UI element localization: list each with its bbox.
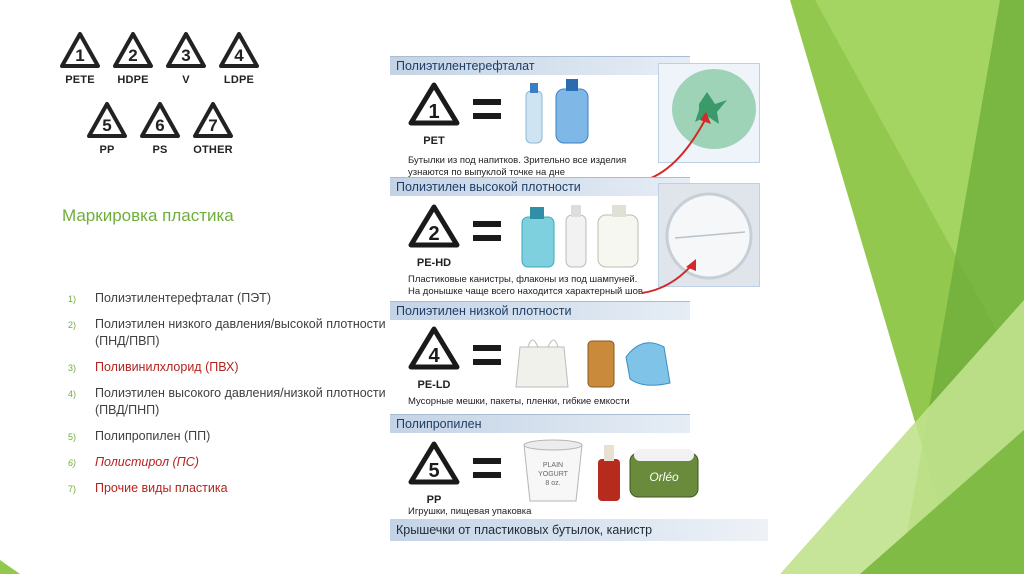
list-item: 7) Прочие виды пластика	[68, 480, 388, 497]
list-item: 3) Поливинилхлорид (ПВХ)	[68, 359, 388, 376]
svg-text:1: 1	[75, 46, 84, 65]
svg-text:4: 4	[428, 345, 440, 367]
recycle-code-1: 1 PETE	[55, 30, 105, 86]
recycle-code-label: PP	[99, 144, 115, 156]
recycle-triangle-icon: 4	[219, 32, 259, 68]
plastic-types-list: 1) Полиэтилентерефталат (ПЭТ) 2) Полиэтиле…	[68, 290, 388, 506]
recycle-triangle-icon: 5	[87, 102, 127, 138]
list-text: Полиэтилен низкого давления/высокой плот…	[95, 317, 386, 348]
equals-icon	[473, 458, 501, 478]
list-item: 2) Полиэтилен низкого давления/высокой пл…	[68, 316, 388, 350]
list-text: Полистирол (ПС)	[95, 455, 199, 469]
pet-symbol: 1 PET	[404, 81, 464, 147]
bags-image	[515, 339, 671, 388]
pehd-code: PE-HD	[416, 257, 452, 269]
pehd-bottom-photo	[658, 183, 760, 287]
recycle-code-label: V	[182, 74, 190, 86]
recycle-code-5: 5 PP	[82, 100, 132, 156]
svg-text:2: 2	[128, 46, 137, 65]
list-number: 4)	[68, 389, 77, 399]
equals-icon	[473, 345, 501, 365]
list-text: Поливинилхлорид (ПВХ)	[95, 360, 239, 374]
recycle-code-label: PETE	[65, 74, 95, 86]
recycle-triangle-icon: 4	[408, 326, 460, 370]
containers-image: PLAIN YOGURT 8 oz. Orléo	[523, 439, 699, 502]
band-pp: Полипропилен	[390, 414, 690, 433]
svg-text:1: 1	[428, 101, 439, 123]
recycle-code-7: 7 OTHER	[188, 100, 238, 156]
recycle-triangle-icon: 6	[140, 102, 180, 138]
recycle-code-label: HDPE	[117, 74, 149, 86]
recycle-code-4: 4 LDPE	[214, 30, 264, 86]
svg-text:4: 4	[234, 46, 244, 65]
svg-text:6: 6	[155, 116, 164, 135]
bottles-image	[525, 79, 589, 144]
list-item: 5) Полипропилен (ПП)	[68, 428, 388, 445]
recycle-code-6: 6 PS	[135, 100, 185, 156]
recycling-codes-grid: 1 PETE 2 HDPE 3 V 4 LDPE 5 PP 6	[55, 30, 285, 175]
band-pehd: Полиэтилен высокой плотности	[390, 177, 690, 196]
list-number: 3)	[68, 363, 77, 373]
recycle-code-label: OTHER	[193, 144, 233, 156]
pointer-arrow-icon	[641, 259, 696, 294]
plastic-infographic: Полиэтилентерефталат 1 PET Бутылки из по…	[390, 55, 768, 547]
recycle-code-2: 2 HDPE	[108, 30, 158, 86]
pehd-description: Пластиковые канистры, флаконы из под шам…	[408, 274, 643, 297]
list-item: 1) Полиэтилентерефталат (ПЭТ)	[68, 290, 388, 307]
svg-text:5: 5	[102, 116, 111, 135]
list-number: 6)	[68, 458, 77, 468]
recycle-triangle-icon: 2	[113, 32, 153, 68]
slide-title: Маркировка пластика	[62, 206, 234, 225]
svg-text:PLAIN: PLAIN	[543, 462, 563, 469]
list-number: 2)	[68, 320, 77, 330]
pp-symbol: 5 PP	[404, 440, 464, 506]
recycle-code-label: PS	[152, 144, 168, 156]
recycle-code-3: 3 V	[161, 30, 211, 86]
pointer-arrow-icon	[637, 112, 711, 183]
list-number: 5)	[68, 432, 77, 442]
recycle-triangle-icon: 3	[166, 32, 206, 68]
list-text: Полипропилен (ПП)	[95, 429, 211, 443]
svg-text:Orléo: Orléo	[649, 470, 679, 484]
list-number: 7)	[68, 484, 77, 494]
svg-text:3: 3	[181, 46, 190, 65]
equals-icon	[473, 221, 501, 241]
pp-description: Игрушки, пищевая упаковка	[408, 506, 532, 517]
pehd-symbol: 2 PE-HD	[404, 203, 464, 269]
recycle-triangle-icon: 1	[408, 82, 460, 126]
peld-description: Мусорные мешки, пакеты, пленки, гибкие е…	[408, 396, 630, 407]
list-item: 4) Полиэтилен высокого давления/низкой пл…	[68, 385, 388, 419]
svg-text:5: 5	[428, 460, 439, 482]
list-item: 6) Полистирол (ПС)	[68, 454, 388, 471]
svg-text:7: 7	[208, 116, 217, 135]
canisters-image	[521, 205, 639, 268]
equals-icon	[473, 99, 501, 119]
band-peld: Полиэтилен низкой плотности	[390, 301, 690, 320]
svg-text:2: 2	[428, 223, 439, 245]
caps-band: Крышечки от пластиковых бутылок, канистр	[390, 519, 768, 541]
peld-code: PE-LD	[417, 379, 451, 391]
list-text: Полиэтилен высокого давления/низкой плот…	[95, 386, 386, 417]
peld-symbol: 4 PE-LD	[404, 325, 464, 391]
svg-text:YOGURT: YOGURT	[538, 471, 569, 478]
list-number: 1)	[68, 294, 77, 304]
list-text: Прочие виды пластика	[95, 481, 228, 495]
band-pet: Полиэтилентерефталат	[390, 56, 690, 75]
list-text: Полиэтилентерефталат (ПЭТ)	[95, 291, 271, 305]
recycle-triangle-icon: 1	[60, 32, 100, 68]
recycle-triangle-icon: 7	[193, 102, 233, 138]
recycle-triangle-icon: 5	[408, 441, 460, 485]
pp-code: PP	[426, 494, 442, 506]
recycle-code-label: LDPE	[223, 74, 255, 86]
svg-text:8 oz.: 8 oz.	[545, 480, 560, 487]
pet-code: PET	[423, 135, 445, 147]
recycle-triangle-icon: 2	[408, 204, 460, 248]
pet-description: Бутылки из под напитков. Зрительно все и…	[408, 155, 627, 178]
